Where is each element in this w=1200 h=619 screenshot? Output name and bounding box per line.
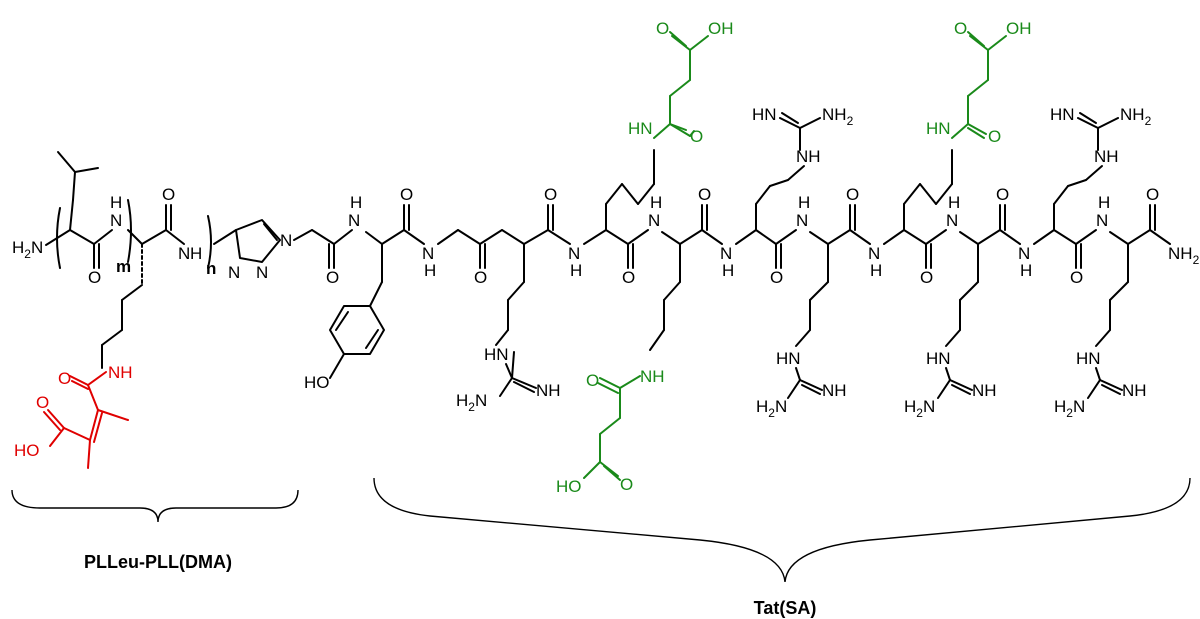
o-label: O (1070, 268, 1083, 287)
ho-label: HO (556, 477, 582, 496)
subscript-n: n (206, 259, 216, 278)
nh-label: NH (972, 381, 997, 400)
right-brace (373, 477, 1191, 583)
hn-label: HN (1050, 105, 1075, 124)
dma-group: NH O O HO (14, 363, 133, 469)
hn-label: HN (628, 119, 653, 138)
hn-label: HN (926, 349, 951, 368)
o-label: O (920, 268, 933, 287)
o-label: O (620, 475, 633, 494)
o-label: O (656, 19, 669, 38)
n-label: N (720, 244, 732, 263)
o-label: O (474, 268, 487, 287)
nh-label: NH (536, 381, 561, 400)
n-label: N (348, 211, 360, 230)
o-label: O (996, 185, 1009, 204)
o-label: O (544, 185, 557, 204)
arginine-residue-5: O N H NH HN NH2 (1033, 105, 1152, 287)
o-label: O (622, 268, 635, 287)
h-label: H (722, 261, 734, 280)
hn-label: HN (776, 349, 801, 368)
arginine-residue-4: O N H HN NH H2N (904, 185, 1032, 420)
nh-label: NH (108, 363, 133, 382)
nh-label: NH (822, 381, 847, 400)
arginine-residue-2: O N H NH HN NH2 (735, 105, 854, 287)
n-label: N (568, 244, 580, 263)
h2n-label: H2N (1054, 397, 1085, 420)
h-label: H (798, 193, 810, 212)
arginine-residue-6: O NH2 HN NH H2N (1054, 185, 1200, 420)
nh2-label: NH2 (1168, 244, 1200, 267)
o-label: O (586, 371, 599, 390)
hn-label: HN (752, 105, 777, 124)
hn-label: HN (484, 345, 509, 364)
n-label: N (178, 244, 190, 263)
h-label: H (110, 193, 122, 212)
o-label: O (400, 185, 413, 204)
n-label: N (946, 211, 958, 230)
subscript-m: m (116, 257, 131, 276)
h2n-label: H2N (904, 397, 935, 420)
plleu-pll-dma-structure: H2N O N H m O N H n (12, 151, 362, 469)
lysine-sa-residue-3: O N H HN O O OH (883, 19, 1032, 287)
h-label: H (870, 261, 882, 280)
o-label: O (58, 369, 71, 388)
ho-label: HO (304, 373, 330, 392)
hn-label: HN (1076, 349, 1101, 368)
n-label: N (648, 211, 660, 230)
nh2-label: NH2 (1120, 105, 1152, 128)
h2n-label: H2N (12, 238, 43, 261)
oh-label: OH (1006, 19, 1032, 38)
h-label: H (650, 193, 662, 212)
h-label: H (570, 261, 582, 280)
nh-label: NH (1094, 147, 1119, 166)
o-label: O (1146, 185, 1159, 204)
o-label: O (690, 127, 703, 146)
left-block-label: PLLeu-PLL(DMA) (84, 552, 232, 572)
h2n-label: H2N (456, 391, 487, 414)
n-label: N (1018, 244, 1030, 263)
o-label: O (88, 268, 101, 287)
o-label: O (326, 268, 339, 287)
n-label: N (280, 231, 292, 250)
h-label: H (1020, 261, 1032, 280)
o-label: O (846, 185, 859, 204)
n-label: N (868, 244, 880, 263)
n-label: N (422, 244, 434, 263)
n-label: N (256, 263, 268, 282)
n-label: N (1096, 211, 1108, 230)
h-label: H (1098, 193, 1110, 212)
o-label: O (162, 185, 175, 204)
nh2-label: NH2 (822, 105, 854, 128)
left-brace (11, 489, 299, 523)
ho-label: HO (14, 441, 40, 460)
n-label: N (110, 211, 122, 230)
h-label: H (190, 244, 202, 263)
h-label: H (350, 193, 362, 212)
hn-label: HN (926, 119, 951, 138)
o-label: O (36, 393, 49, 412)
lysine-sa-residue-1: O N H HN O O OH (583, 19, 734, 287)
nh-label: NH (796, 147, 821, 166)
n-label: N (796, 211, 808, 230)
nh-label: NH (640, 367, 665, 386)
right-block-label: Tat(SA) (754, 598, 817, 618)
n-label: N (228, 263, 240, 282)
tyrosine-residue: O N H HO (304, 185, 436, 392)
o-label: O (770, 268, 783, 287)
glycine-segment: O (437, 229, 525, 287)
o-label: O (698, 185, 711, 204)
h-label: H (424, 261, 436, 280)
oh-label: OH (708, 19, 734, 38)
arginine-residue-3: O N H HN NH H2N (756, 185, 882, 420)
lysine-sa-residue-2: O N H NH O O HO (556, 185, 734, 496)
o-label: O (954, 19, 967, 38)
o-label: O (988, 127, 1001, 146)
h2n-label: H2N (756, 397, 787, 420)
arginine-residue-1: O N H HN NH H2N (456, 185, 582, 414)
h-label: H (948, 193, 960, 212)
nh-label: NH (1122, 381, 1147, 400)
